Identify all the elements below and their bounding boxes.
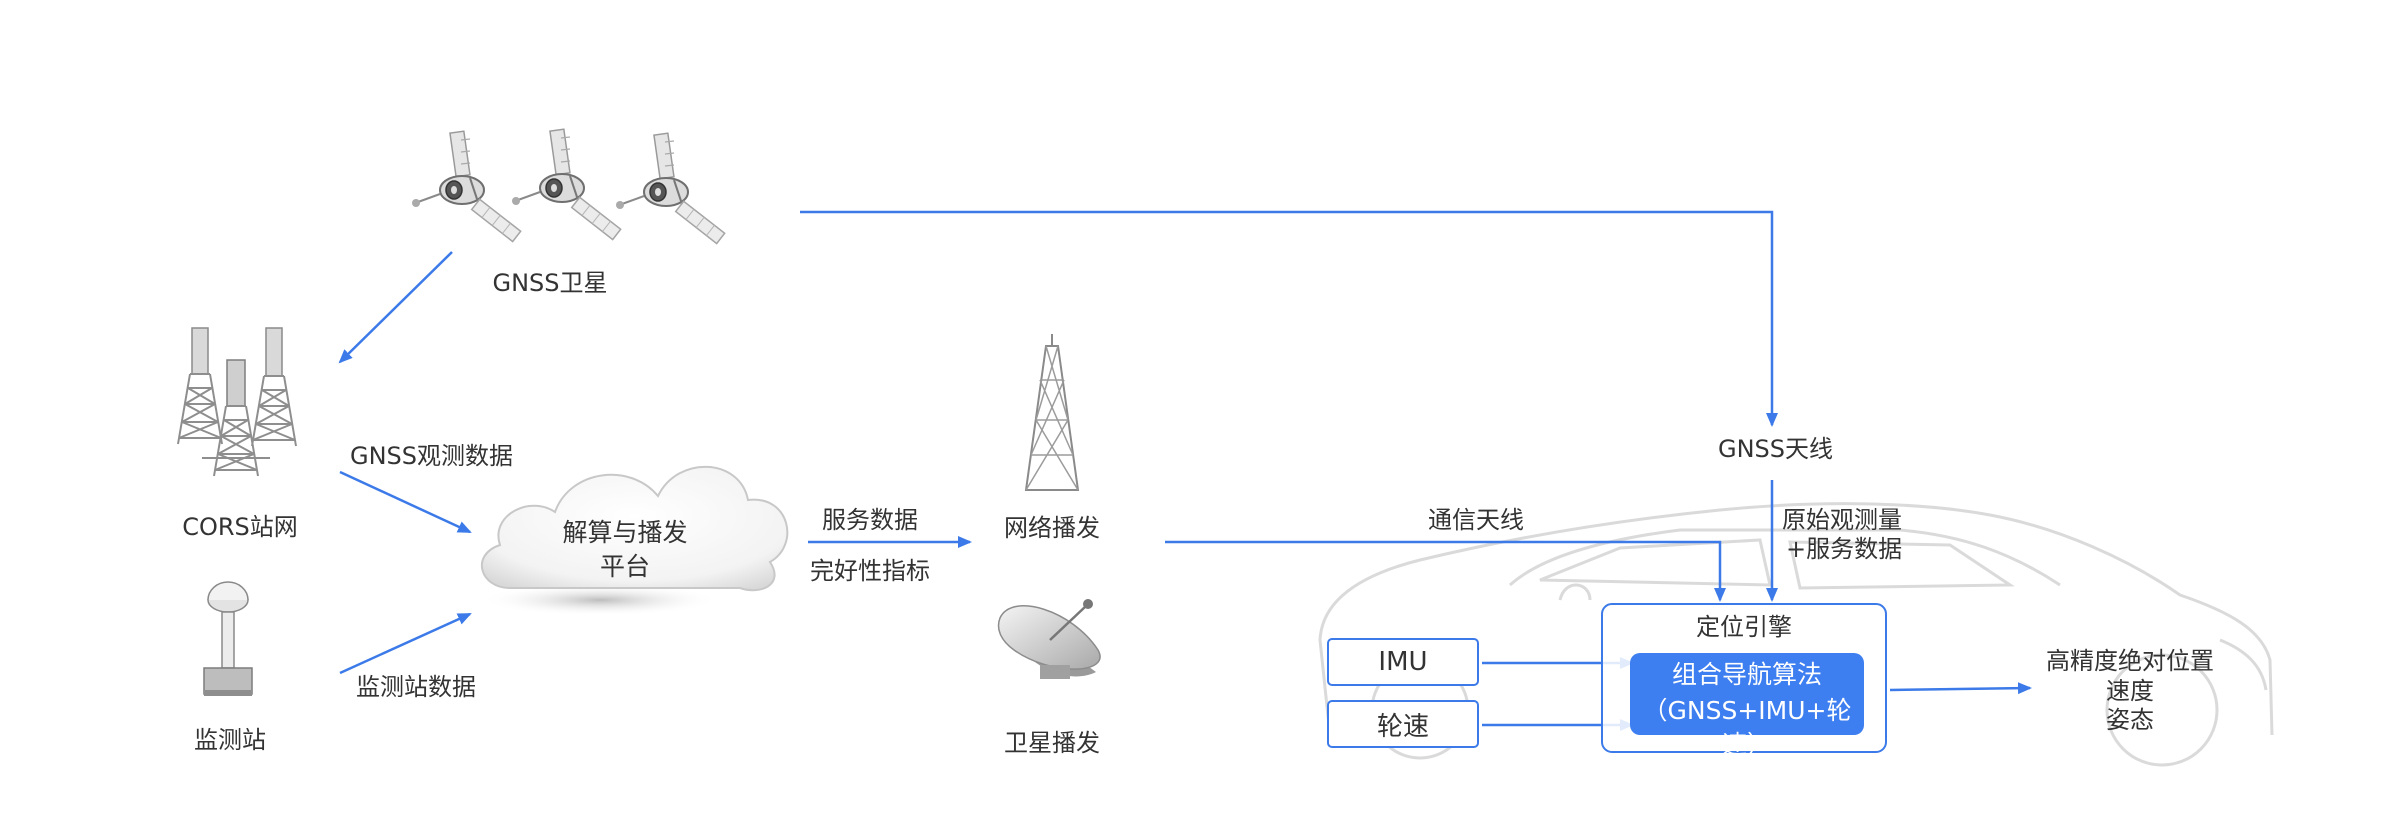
output-label-line1: 高精度绝对位置 bbox=[2046, 647, 2214, 675]
satellite-dish-icon bbox=[997, 599, 1101, 679]
cors-label: CORS站网 bbox=[182, 513, 298, 541]
output-label-line3: 姿态 bbox=[2106, 706, 2154, 734]
arrow-sat-to-cors bbox=[338, 251, 453, 364]
gnss-antenna-label: GNSS天线 bbox=[1718, 435, 1834, 463]
monitor-station-data-label: 监测站数据 bbox=[356, 673, 476, 701]
platform-label-line2: 平台 bbox=[599, 552, 650, 581]
fusion-algorithm-label-line2: （GNSS+IMU+轮速） bbox=[1642, 696, 1852, 759]
arrow-monitor-to-platform bbox=[339, 612, 472, 675]
raw-observation-label-line1: 原始观测量 bbox=[1782, 506, 1902, 534]
satellite-icon bbox=[411, 128, 726, 245]
imu-box bbox=[1327, 638, 1479, 686]
cloud-icon bbox=[480, 465, 789, 616]
raw-observation-label-line2: +服务数据 bbox=[1786, 535, 1903, 563]
platform-label-line1: 解算与播发 bbox=[562, 518, 688, 547]
broadcast-tower-icon bbox=[1024, 334, 1080, 491]
gnss-observation-data-label: GNSS观测数据 bbox=[350, 442, 514, 470]
satellite-label: GNSS卫星 bbox=[492, 269, 608, 297]
comm-antenna-label: 通信天线 bbox=[1428, 506, 1524, 534]
flow-arrows bbox=[338, 210, 2032, 731]
positioning-engine-label: 定位引擎 bbox=[1696, 613, 1792, 641]
monitor-station-label: 监测站 bbox=[194, 726, 266, 754]
integrity-label: 完好性指标 bbox=[810, 557, 930, 585]
arrow-network-to-engine bbox=[1165, 540, 1726, 602]
fusion-algorithm-label-line1: 组合导航算法 bbox=[1671, 660, 1822, 689]
output-label-line2: 速度 bbox=[2106, 677, 2154, 705]
monitor-station-icon bbox=[203, 581, 253, 696]
arrow-sat-to-gnss-antenna bbox=[800, 210, 1778, 427]
arrow-cors-to-platform bbox=[339, 470, 472, 534]
fusion-algorithm-box bbox=[1630, 653, 1864, 735]
wheel-speed-box bbox=[1327, 700, 1479, 748]
satellite-broadcast-label: 卫星播发 bbox=[1004, 729, 1100, 757]
arrow-engine-to-output bbox=[1889, 682, 2032, 695]
service-data-label: 服务数据 bbox=[822, 506, 918, 534]
cors-tower-icon bbox=[177, 327, 297, 477]
imu-label: IMU bbox=[1378, 647, 1428, 677]
network-broadcast-label: 网络播发 bbox=[1004, 514, 1100, 542]
wheel-speed-label: 轮速 bbox=[1376, 711, 1429, 742]
